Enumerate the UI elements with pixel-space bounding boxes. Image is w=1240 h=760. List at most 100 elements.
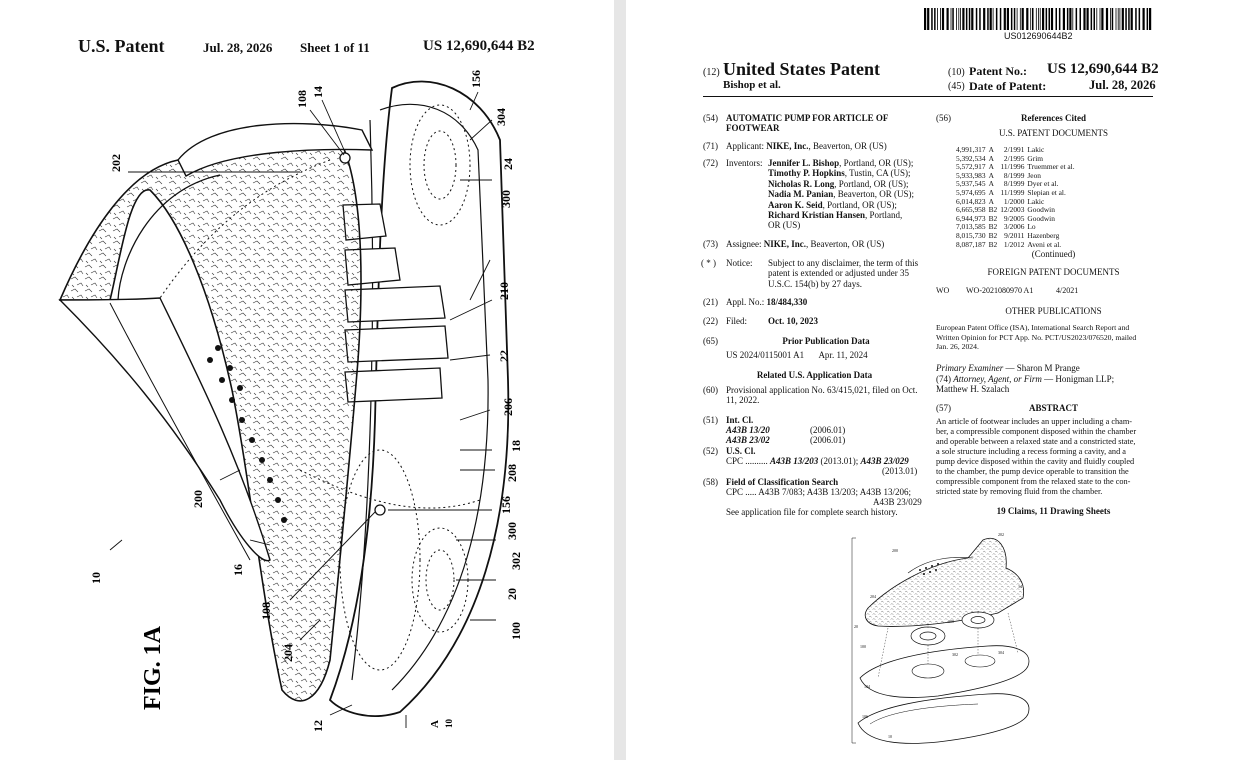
applicant-label: Applicant: [726,141,764,151]
foreign-docs-heading: FOREIGN PATENT DOCUMENTS [987,267,1120,277]
attorney-name: Matthew H. Szalach [936,384,1010,394]
reference-numeral: 100 [509,622,523,640]
code-58: (58) [703,477,718,487]
invention-title-line: FOOTWEAR [726,123,780,134]
code-21: (21) [703,297,718,307]
upper-outline [58,135,362,702]
abstract-line: to the chamber, the pump device operable… [936,467,1129,476]
reference-numeral: 210 [497,282,511,300]
applicant-name: NIKE, Inc. [766,141,809,151]
reference-cell: 11/1996 [1000,162,1025,172]
code-notice: ( * ) [701,258,716,268]
reference-cell: Dyer et al. [1027,179,1059,189]
thumb-reference-numeral: 304 [998,650,1004,655]
us-docs-heading: U.S. PATENT DOCUMENTS [998,128,1109,138]
code-52: (52) [703,446,718,456]
field-search-line: A43B 23/029 [873,497,922,507]
thumb-reference-numeral: 302 [952,652,958,657]
notice-line: U.S.C. 154(b) by 27 days. [768,278,862,289]
assignee-name: NIKE, Inc. [763,239,807,249]
front-page: US012690644B2 (12) United States Patent … [626,0,1240,760]
patent-no-value: US 12,690,644 B2 [1047,61,1159,77]
inventor-name: Nicholas R. Long [768,178,835,189]
reference-cell: 3/2006 [1003,222,1025,232]
inventor-place: , Beaverton, OR (US); [833,189,915,200]
abstract-line: compressible component from the relaxed … [936,477,1131,486]
invention-title-line: AUTOMATIC PUMP FOR ARTICLE OF [726,113,889,123]
thumb-reference-numeral: 10 [888,734,892,739]
reference-numeral: 12 [311,720,325,732]
reference-cell: A [988,162,994,172]
reference-cell: 2/1991 [1003,145,1025,154]
prior-publication-heading: Prior Publication Data [782,336,870,346]
reference-cell: B2 [988,239,998,249]
reference-cell: Goodwin [1027,213,1055,223]
code-10: (10) [948,67,965,78]
midsole-line [379,103,489,691]
application-number: Appl. No.: 18/484,330 [726,297,807,307]
appl-value: 18/484,330 [766,297,808,307]
applicant: Applicant: NIKE, Inc., Beaverton, OR (US… [726,141,887,151]
abstract-heading: ABSTRACT [1028,403,1078,413]
outsole-outline [328,80,510,717]
abstract-line: and operable between a relaxed state and… [936,437,1136,446]
code-74: (74) [936,374,951,384]
abstract-line: An article of footwear includes an upper… [936,417,1133,426]
reference-cell: 11/1999 [1000,187,1025,197]
inventors-list: Jennifer L. Bishop, Portland, OR (US);Ti… [768,158,914,231]
abstract-text: An article of footwear includes an upper… [936,417,1136,497]
prior-publication: US 2024/0115001 A1 Apr. 11, 2024 [726,350,868,360]
patent-type-title: United States Patent [723,59,880,79]
reference-numeral: 108 [295,90,309,108]
examiner-name: — Sharon M Prange [1005,363,1080,373]
int-cl-list: A43B 13/20(2006.01) A43B 23/02(2006.01) [726,425,845,446]
cpc-prefix: CPC .......... [726,456,768,466]
reference-numeral: 16 [231,564,245,576]
inventor-line: Nicholas R. Long, Portland, OR (US); [768,179,914,189]
masthead-rule [703,96,1153,97]
reference-numeral: 206 [501,398,515,416]
reference-numeral: 200 [191,490,205,508]
reference-numeral: 24 [501,158,515,170]
reference-cell: 1/2000 [1003,196,1025,206]
inventor-name: Richard Kristian Hansen [768,210,866,221]
reference-cell: A [988,187,994,197]
reference-numeral: 10 [89,572,103,584]
attorney: (74) Attorney, Agent, or Firm — Honigman… [936,374,1114,384]
reference-cell: 8,015,730 [956,230,986,240]
reference-cell: 8,087,187 [956,239,986,249]
abstract-line: ber, a compressible component disposed w… [936,427,1137,436]
inventor-line: Jennifer L. Bishop, Portland, OR (US); [768,158,914,168]
related-data-heading: Related U.S. Application Data [756,370,873,380]
lace-eyelets [207,345,287,523]
reference-cell: 6,665,958 [956,205,986,215]
int-cl-version: (2006.01) [810,435,846,446]
reference-numeral: 20 [505,588,519,600]
continued-note: (Continued) [1031,249,1076,259]
reference-cell: B2 [988,222,998,232]
inventor-line: Richard Kristian Hansen, Portland, [768,210,914,220]
inventor-name: Nadia M. Panian [768,189,834,200]
int-cl-label: Int. Cl. [726,415,754,425]
abstract-line: a sole structure including a recess form… [936,447,1126,456]
patent-no-label: Patent No.: [969,64,1027,78]
reference-numeral: 208 [505,464,519,482]
date-label: Date of Patent: [969,79,1047,93]
reference-cell: B2 [988,205,998,215]
reference-cell: A [988,179,994,189]
cpc-second-version: (2013.01) [882,466,918,476]
reference-cell: 6,944,973 [956,213,986,223]
provisional: Provisional application No. 63/415,021, … [726,385,917,406]
filed-value: Oct. 10, 2023 [768,316,818,326]
examiner-label: Primary Examiner [936,363,1004,373]
foreign-date: 4/2021 [1056,286,1079,295]
code-51: (51) [703,415,718,425]
reference-cell: Goodwin [1027,205,1055,215]
field-search-label: Field of Classification Search [726,477,839,487]
inventor-place: , Portland, [865,210,903,221]
